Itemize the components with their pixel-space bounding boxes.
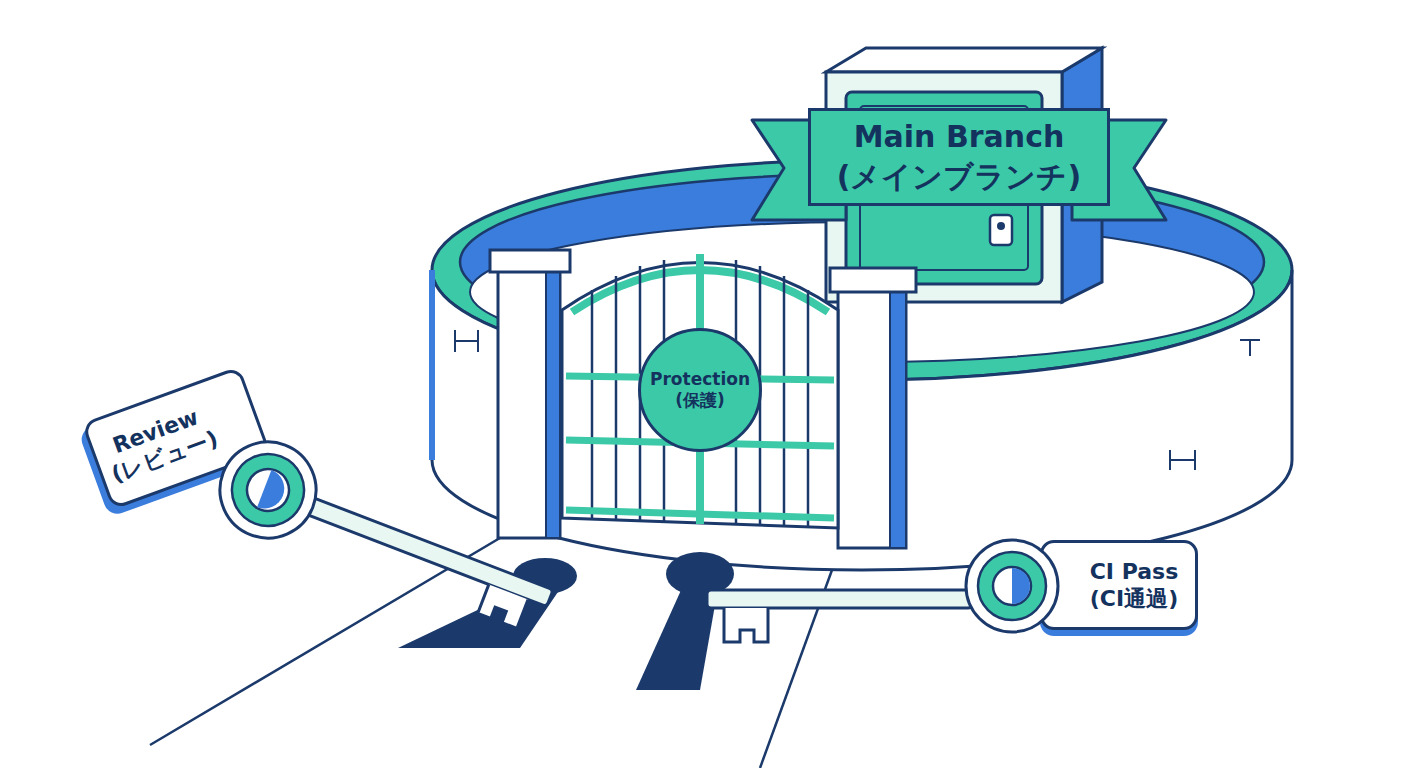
key-tag: Review(レビュー) (81, 366, 270, 510)
node-title: Main Branch (854, 117, 1065, 158)
key-tag: CI Pass(CI通過) (1040, 540, 1198, 630)
ci-key (707, 540, 1058, 642)
gate-pillar (498, 266, 560, 538)
path-line (760, 548, 840, 768)
vault-top (826, 48, 1102, 72)
node-subtitle: (メインブランチ) (837, 157, 1081, 198)
pillar-cap (490, 250, 570, 272)
gate-rail (566, 510, 834, 518)
protection-seal: Protection(保護) (638, 328, 762, 452)
pillar-cap (830, 268, 916, 292)
wall-edge (429, 270, 435, 460)
node-subtitle: (保護) (675, 390, 725, 411)
review-key (206, 428, 567, 643)
node-title: CI Pass (1090, 558, 1179, 586)
keyhole (636, 588, 718, 690)
node-subtitle: (CI通過) (1090, 585, 1178, 613)
vault-lock (990, 215, 1012, 245)
keyhole (398, 586, 562, 648)
pillar-shade (890, 286, 906, 548)
vault-keyhole (997, 222, 1005, 230)
gate-pillar (838, 286, 906, 548)
branch-ribbon: Main Branch(メインブランチ) (808, 108, 1110, 206)
pillar-shade (546, 266, 560, 538)
node-title: Protection (650, 369, 750, 390)
